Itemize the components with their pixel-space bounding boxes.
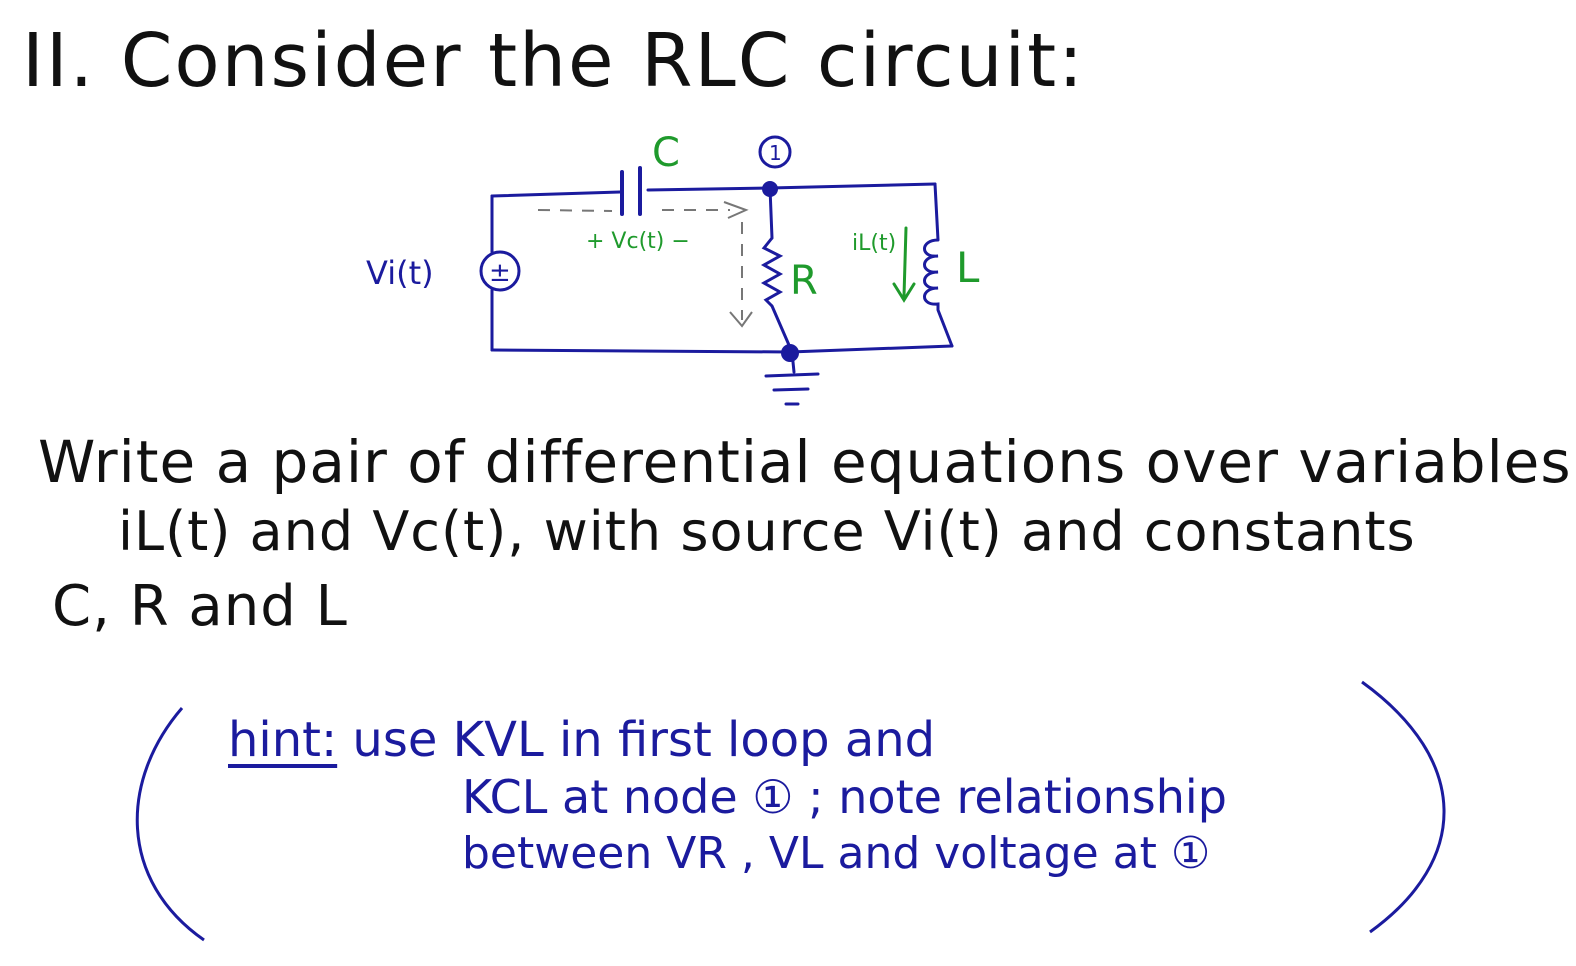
hint-line-2: KCL at node ① ; note relationship [462, 770, 1227, 824]
wire-inductor-top [933, 182, 940, 242]
loop-arrow-head-right [723, 201, 749, 219]
capacitor-voltage-label: + Vc(t) − [586, 229, 690, 254]
ground-node-dot [781, 344, 799, 362]
capacitor-label: C [652, 130, 680, 176]
loop-arrow-head-down [729, 311, 753, 328]
inductor-current-label: iL(t) [852, 231, 896, 256]
left-parenthesis [135, 707, 205, 942]
source-label: Vi(t) [366, 254, 434, 292]
inductor-symbol [923, 238, 940, 310]
problem-line-2: iL(t) and Vc(t), with source Vi(t) and c… [118, 500, 1416, 563]
hint-line-1: hint: use KVL in first loop and [228, 712, 935, 768]
problem-line-1: Write a pair of differential equations o… [38, 428, 1572, 496]
wire-top-left [490, 190, 622, 198]
ground-line-1 [764, 372, 820, 378]
problem-line-3: C, R and L [52, 574, 348, 639]
wire-top-middle [646, 186, 772, 192]
source-plus-minus: ± [489, 258, 511, 288]
voltage-source-symbol [479, 250, 521, 292]
hint-label: hint: [228, 712, 338, 768]
hint-line-3: between VR , VL and voltage at ① [462, 828, 1211, 879]
right-parenthesis [1361, 680, 1446, 934]
problem-title: II. Consider the RLC circuit: [22, 18, 1086, 104]
resistor-symbol [760, 237, 784, 308]
inductor-current-arrow-line [902, 226, 908, 298]
node-1-label: 1 [769, 141, 782, 165]
resistor-label: R [790, 258, 818, 304]
node-1-marker [758, 135, 792, 169]
inductor-current-arrow-head [892, 282, 916, 303]
node-1-dot [762, 181, 778, 197]
ground-line-2 [772, 387, 810, 392]
wire-inductor-bottom [936, 308, 954, 348]
wire-top-right [768, 182, 937, 190]
inductor-label: L [956, 243, 980, 292]
hint-line-1-text: use KVL in first loop and [337, 712, 936, 768]
